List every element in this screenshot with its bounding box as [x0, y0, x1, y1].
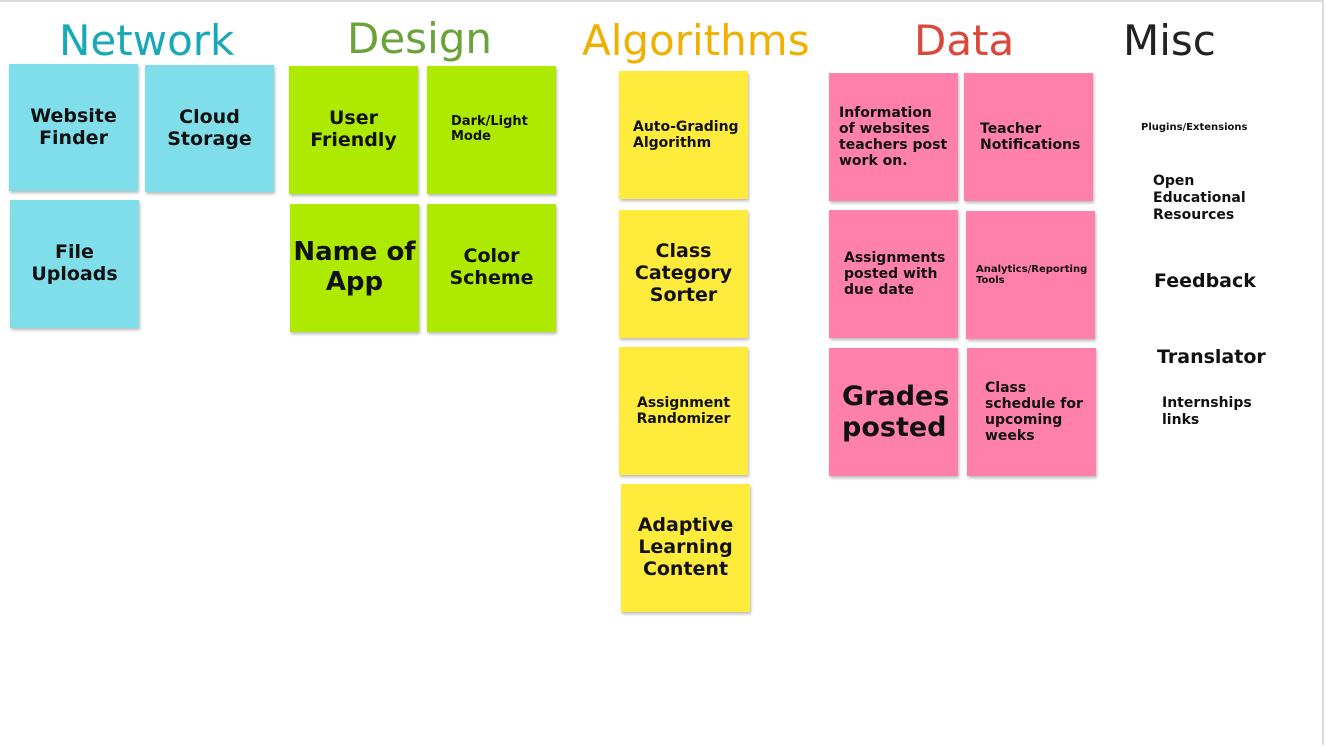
sticky-note-color-scheme[interactable]: Color Scheme — [427, 204, 556, 332]
sticky-note-auto-grading[interactable]: Auto-Grading Algorithm — [619, 71, 748, 199]
sticky-note-label: Grades posted — [842, 380, 950, 443]
sticky-note-file-uploads[interactable]: File Uploads — [10, 200, 139, 328]
sticky-note-class-schedule[interactable]: Class schedule for upcoming weeks — [967, 348, 1096, 476]
misc-item-feedback[interactable]: Feedback — [1154, 270, 1256, 292]
sticky-note-name-of-app[interactable]: Name of App — [290, 204, 419, 332]
sticky-note-dark-light-mode[interactable]: Dark/Light Mode — [427, 66, 556, 194]
sticky-note-label: Assignments posted with due date — [844, 249, 946, 299]
sticky-note-website-finder[interactable]: Website Finder — [9, 64, 138, 191]
sticky-note-label: Assignment Randomizer — [636, 394, 731, 427]
heading-data: Data — [914, 16, 1015, 65]
sticky-note-class-category-sorter[interactable]: Class Category Sorter — [619, 210, 748, 338]
sticky-note-assignment-randomizer[interactable]: Assignment Randomizer — [619, 347, 748, 475]
sticky-note-label: Website Finder — [30, 104, 117, 149]
sticky-note-grades-posted[interactable]: Grades posted — [829, 348, 958, 476]
sticky-note-label: User Friendly — [310, 107, 397, 151]
sticky-note-label: Dark/Light Mode — [451, 114, 528, 144]
sticky-note-label: File Uploads — [31, 241, 118, 285]
sticky-note-label: Color Scheme — [449, 245, 534, 289]
sticky-note-label: Analytics/Reporting Tools — [976, 263, 1088, 287]
sticky-note-label: Adaptive Learning Content — [637, 514, 734, 580]
misc-item-oer[interactable]: Open Educational Resources — [1153, 173, 1246, 223]
sticky-note-label: Class Category Sorter — [634, 240, 733, 306]
sticky-note-cloud-storage[interactable]: Cloud Storage — [145, 65, 274, 192]
sticky-note-label: Class schedule for upcoming weeks — [985, 379, 1083, 445]
sticky-note-label: Name of App — [293, 237, 416, 297]
sticky-note-label: Information of websites teachers post wo… — [839, 104, 948, 170]
sticky-note-assignments-due[interactable]: Assignments posted with due date — [829, 210, 958, 338]
sticky-note-analytics-tools[interactable]: Analytics/Reporting Tools — [966, 211, 1095, 339]
sticky-note-label: Cloud Storage — [167, 105, 252, 150]
sticky-note-label: Teacher Notifications — [980, 120, 1081, 153]
misc-item-internships[interactable]: Internships links — [1162, 395, 1252, 428]
heading-misc: Misc — [1123, 16, 1216, 65]
misc-item-plugins[interactable]: Plugins/Extensions — [1141, 122, 1248, 133]
heading-algorithms: Algorithms — [582, 16, 810, 65]
sticky-note-teacher-notifications[interactable]: Teacher Notifications — [964, 73, 1093, 201]
heading-network: Network — [59, 16, 235, 65]
sticky-note-user-friendly[interactable]: User Friendly — [289, 66, 418, 194]
heading-design: Design — [347, 14, 493, 63]
sticky-note-info-websites[interactable]: Information of websites teachers post wo… — [829, 73, 958, 201]
misc-item-translator[interactable]: Translator — [1157, 346, 1266, 368]
sticky-note-adaptive-learning[interactable]: Adaptive Learning Content — [621, 484, 750, 612]
sticky-note-label: Auto-Grading Algorithm — [633, 118, 739, 151]
